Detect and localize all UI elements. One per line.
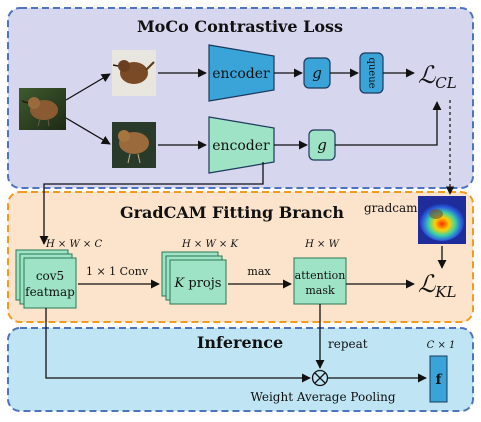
bird-crop-bottom (112, 122, 156, 168)
encoder-top-label: encoder (212, 66, 270, 82)
projs-block: K projs (161, 251, 227, 305)
svg-text:K projs: K projs (174, 276, 222, 291)
moco-panel-title: MoCo Contrastive Loss (137, 17, 343, 36)
mask-line2: mask (305, 284, 335, 297)
svg-text:ℒKL: ℒKL (418, 270, 457, 301)
loss-kl: ℒKL (418, 270, 457, 301)
encoder-bottom-label: encoder (212, 138, 270, 154)
featmap-block: cov5 featmap (15, 249, 77, 309)
repeat-label: repeat (328, 337, 368, 351)
loss-cl-symbol: ℒ (418, 61, 436, 89)
gradcam-heatmap (418, 196, 466, 244)
dim-mask: H × W (304, 239, 339, 250)
projs-k: K (174, 276, 186, 291)
output-dim: C × 1 (427, 340, 456, 351)
featmap-line2: featmap (25, 285, 75, 299)
projector-g-bottom: g (308, 129, 336, 161)
output-symbol: f (435, 372, 442, 388)
featmap-line1: cov5 (36, 269, 64, 283)
dim-projs: H × W × K (181, 239, 238, 250)
queue-block: queue (359, 52, 384, 94)
output-vector: f (429, 355, 448, 403)
loss-kl-subscript: KL (434, 283, 456, 301)
projector-g-top: g (303, 57, 331, 89)
gradcam-panel (7, 191, 474, 323)
pooling-label: Weight Average Pooling (250, 390, 395, 404)
g-top-label: g (312, 64, 322, 82)
encoder-top: encoder (208, 44, 275, 102)
g-bottom-label: g (317, 136, 327, 154)
gradcam-panel-title: GradCAM Fitting Branch (120, 203, 344, 222)
inference-panel (7, 327, 474, 412)
dim-featmap: H × W × C (45, 239, 102, 250)
bird-photo (19, 88, 66, 130)
max-label: max (247, 265, 271, 278)
loss-cl-subscript: CL (435, 74, 456, 92)
loss-kl-symbol: ℒ (418, 270, 436, 298)
projs-text: projs (184, 276, 221, 291)
multiply-icon (311, 369, 329, 387)
conv-label: 1 × 1 Conv (86, 265, 149, 278)
loss-cl: ℒCL (418, 61, 457, 92)
gradcam-label: gradcam (364, 201, 418, 215)
bird-crop-top (112, 50, 156, 96)
attention-mask-block: attention mask (293, 257, 347, 305)
svg-text:ℒCL: ℒCL (418, 61, 457, 92)
encoder-bottom: encoder (208, 116, 275, 174)
queue-label: queue (366, 57, 377, 88)
inference-panel-title: Inference (197, 333, 283, 352)
mask-line1: attention (295, 269, 346, 282)
